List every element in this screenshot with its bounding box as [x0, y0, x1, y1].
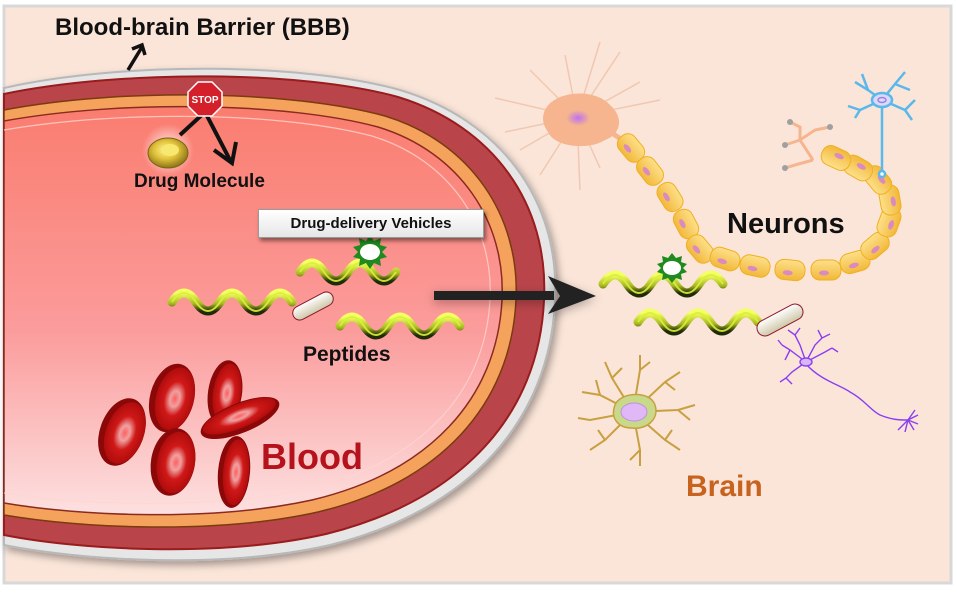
astrocyte — [577, 355, 696, 466]
cargo-star — [353, 235, 387, 269]
rbc — [148, 363, 196, 433]
peptide-vehicles-brain — [598, 253, 804, 337]
peptide-vehicles-blood — [167, 235, 465, 340]
myelin-sheath — [616, 133, 902, 282]
drug-molecule-label: Drug Molecule — [134, 171, 265, 192]
linker-tube — [756, 303, 804, 337]
myelin-segment — [656, 181, 684, 213]
diagram-title: Blood-brain Barrier (BBB) — [55, 14, 350, 41]
neuron-nucleus — [566, 110, 590, 126]
myelin-segment — [672, 208, 700, 240]
rbc — [217, 436, 251, 508]
axon-terminal — [784, 120, 831, 170]
rbc — [150, 428, 196, 496]
rbc — [200, 397, 280, 439]
red-blood-cells — [98, 360, 280, 508]
blood-label: Blood — [261, 436, 363, 477]
linker-tube — [292, 291, 334, 321]
blue-pyramidal-neuron — [847, 71, 916, 179]
brain-label: Brain — [686, 470, 763, 503]
astrocyte-nucleus — [620, 402, 648, 422]
peptide-helix — [299, 262, 397, 282]
cargo-star — [657, 253, 687, 283]
myelin-segment — [810, 259, 842, 281]
neurons-label: Neurons — [727, 208, 845, 240]
drug-delivery-vehicles-label: Drug-delivery Vehicles — [290, 215, 452, 232]
peptide-helix — [339, 316, 461, 336]
myelin-segment — [860, 231, 890, 261]
stop-sign-text: STOP — [191, 95, 218, 106]
myelin-segment — [709, 246, 741, 272]
transport-arrow — [434, 276, 596, 314]
drug-molecule — [142, 124, 194, 176]
myelin-segment — [685, 234, 715, 264]
peptide-helix — [171, 292, 293, 312]
stop-sign: STOP — [187, 81, 223, 117]
peptides-label: Peptides — [303, 343, 391, 366]
peptide-helix — [637, 312, 759, 332]
rbc — [98, 398, 146, 466]
myelin-segment — [636, 156, 664, 186]
purkinje-neuron — [777, 327, 919, 433]
bbb-pointer-arrow — [126, 42, 147, 71]
myelin-segment — [774, 258, 806, 282]
myelinated-neuron — [494, 41, 902, 282]
axon-terminal-caps — [782, 119, 833, 171]
myelin-segment — [820, 145, 852, 171]
myelin-segment — [739, 254, 771, 278]
drug-delivery-vehicles-callout: Drug-delivery Vehicles — [258, 209, 484, 238]
